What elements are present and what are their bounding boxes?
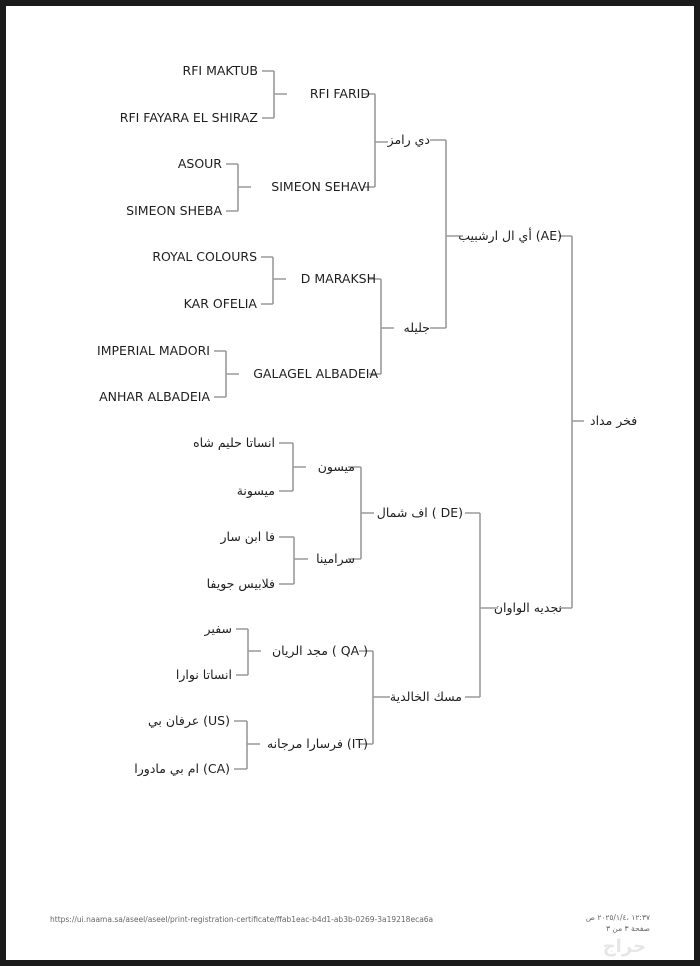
sire-dam-name: جليله: [404, 320, 430, 335]
ancestor-name: فرسارا مرجانه (IT): [267, 736, 368, 752]
sire-sire-name: دي رامز: [387, 132, 430, 148]
ancestor-name: KAR OFELIA: [184, 296, 258, 311]
sire-name: أي ال ارشبيب (AE): [458, 227, 562, 244]
ancestor-name: سرامينا: [316, 551, 355, 567]
footer-datetime: ١٢:٣٧ ،٢٠٢٥/١/٤ ص: [586, 913, 650, 922]
footer-url: https://ui.naama.sa/aseel/aseel/print-re…: [50, 915, 433, 924]
ancestor-name: SIMEON SEHAVI: [271, 179, 370, 194]
certificate-page: فخر مداد أي ال ارشبيب (AE) نجديه الواوان…: [6, 6, 694, 960]
ancestor-name: RFI FAYARA EL SHIRAZ: [120, 110, 258, 125]
ancestor-name: ميسونة: [237, 483, 275, 499]
ancestor-name: RFI FARID: [310, 86, 370, 101]
ancestor-name: مجد الريان ( QA ): [272, 643, 368, 659]
pedigree-connectors: [214, 70, 584, 770]
footer-page-number: صفحة ٣ من ٣: [606, 924, 650, 933]
subject-horse-name: فخر مداد: [590, 413, 637, 429]
ancestor-name: IMPERIAL MADORI: [97, 343, 210, 358]
ancestor-name: ROYAL COLOURS: [152, 249, 257, 264]
ancestor-name: فا ابن سار: [219, 529, 275, 545]
ancestor-name: عرفان بي (US): [148, 713, 230, 729]
ancestor-name: سفير: [204, 621, 232, 637]
dam-dam-name: مسك الخالدية: [390, 689, 462, 704]
ancestor-name: ASOUR: [178, 156, 222, 171]
ancestor-name: D MARAKSH: [301, 271, 376, 286]
ancestor-name: ميسون: [318, 459, 355, 475]
ancestor-name: ام بي مادورا (CA): [134, 761, 230, 777]
ancestor-name: انساتا نوارا: [176, 667, 232, 683]
ancestor-name: GALAGEL ALBADEIA: [253, 366, 378, 381]
ancestor-name: SIMEON SHEBA: [126, 203, 222, 218]
ancestor-name: فلابيس جويفا: [207, 576, 275, 592]
dam-sire-name: اف شمال ( DE): [377, 505, 463, 520]
ancestor-name: ANHAR ALBADEIA: [99, 389, 210, 404]
ancestor-name: انساتا حليم شاه: [193, 435, 275, 451]
watermark-logo: حراج: [603, 936, 646, 957]
ancestor-name: RFI MAKTUB: [183, 63, 258, 78]
pedigree-tree: فخر مداد أي ال ارشبيب (AE) نجديه الواوان…: [50, 63, 650, 957]
dam-name: نجديه الواوان: [494, 600, 562, 616]
